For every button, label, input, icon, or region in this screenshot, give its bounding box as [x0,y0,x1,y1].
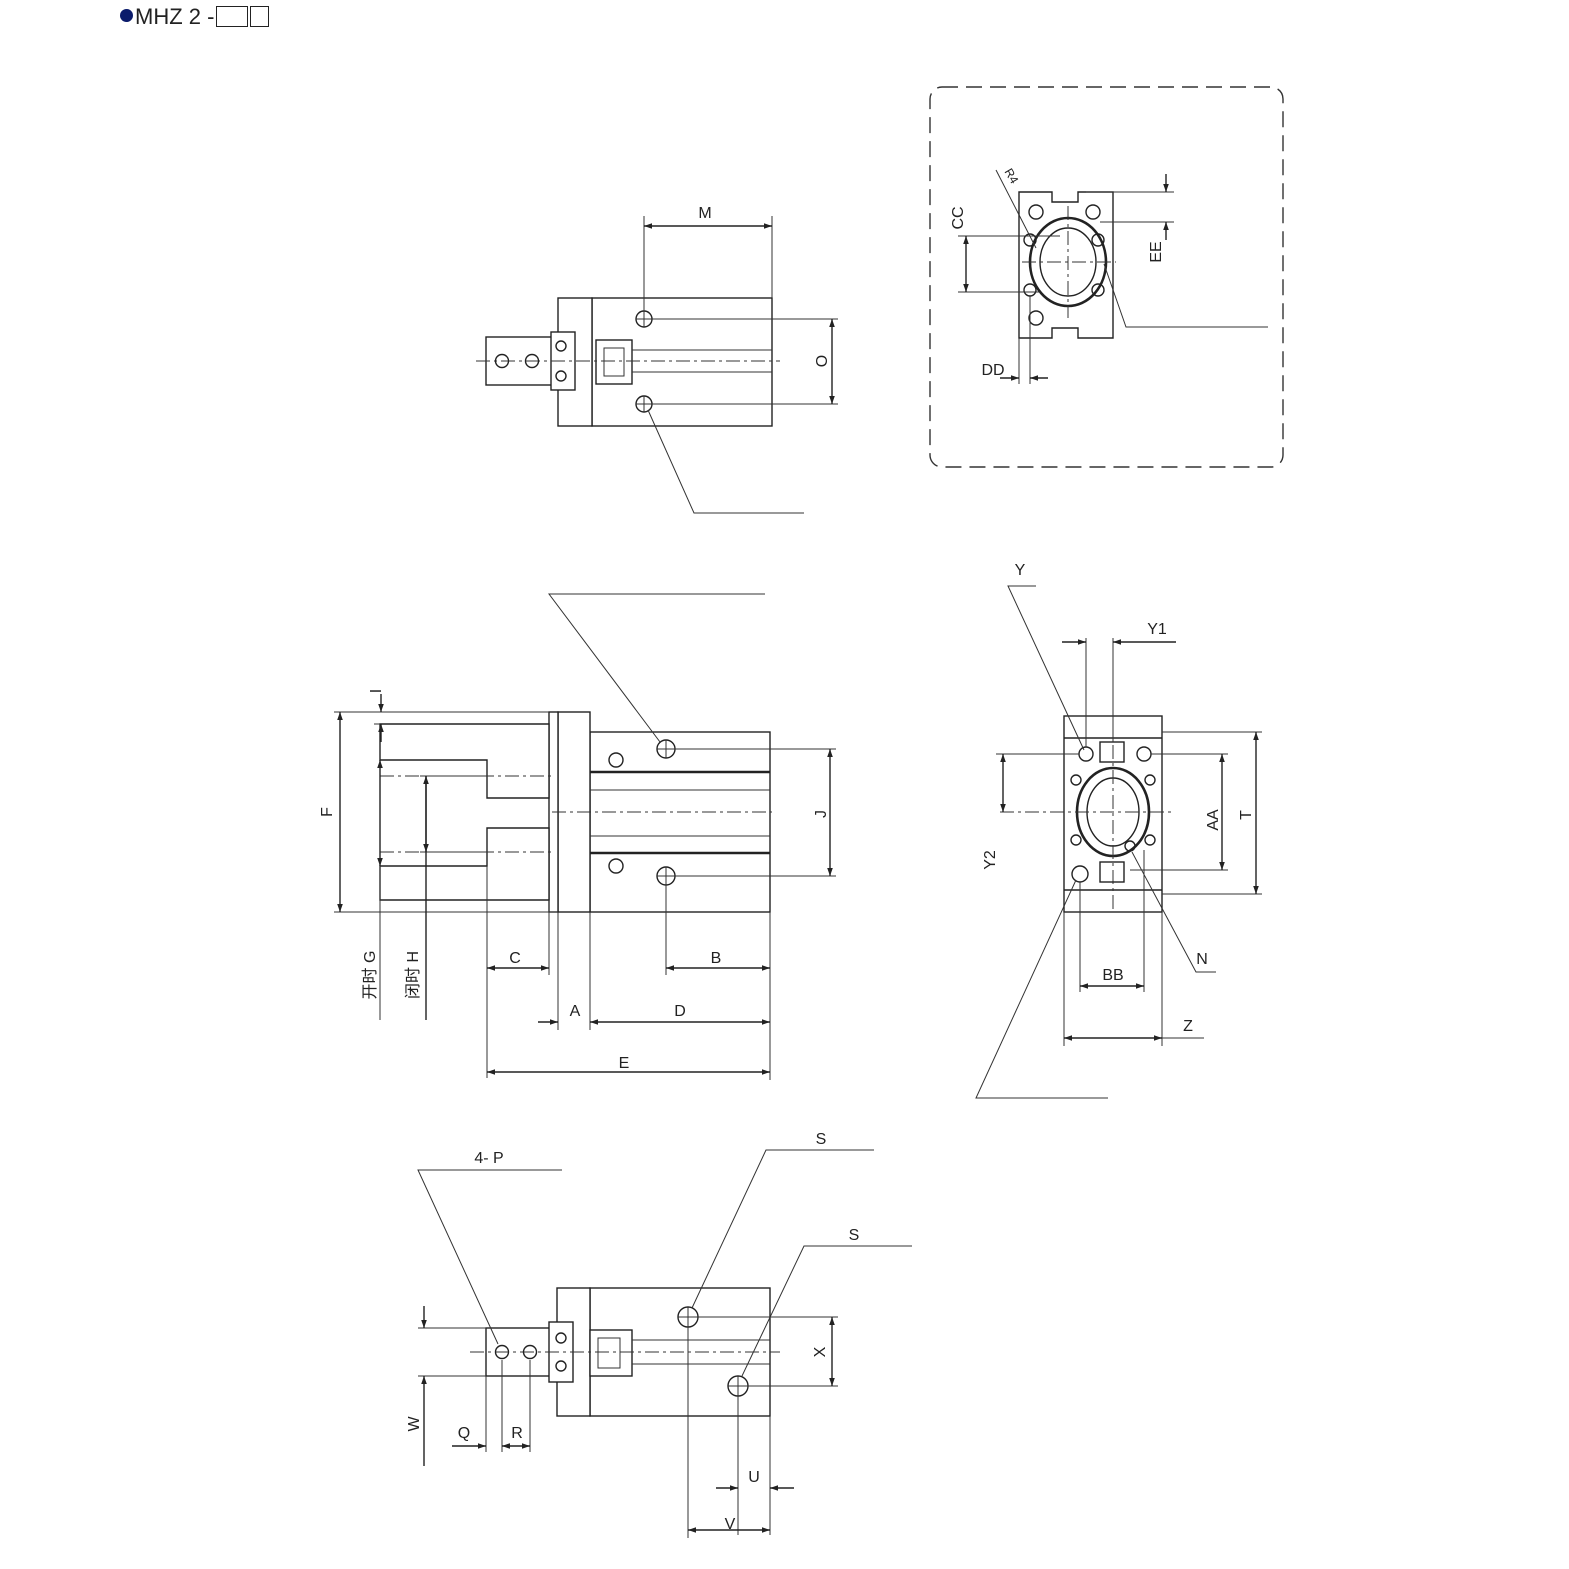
label-G: 开时 G [361,951,379,1000]
top-view-center-inner [603,347,625,377]
label-B: B [711,950,722,967]
side-view-top-slot [1099,741,1125,763]
bullet-dot [120,9,133,22]
label-4P: 4- P [474,1150,503,1167]
label-BB: BB [1102,967,1123,984]
front-view [334,593,836,1080]
side-view-bottom-slot [1099,861,1125,883]
label-S1: S [816,1131,827,1148]
label-Q: Q [458,1425,470,1442]
label-W: W [406,1416,423,1432]
front-view-leader [548,593,765,743]
label-Y: Y [1015,562,1026,579]
label-V: V [725,1516,736,1533]
dimension-labels: M O CC EE DD R4 I F J C B A D E 开时 G 闭时 … [319,166,1255,1533]
label-EE: EE [1148,241,1165,262]
label-J: J [813,810,830,818]
top-view-center-block [595,339,633,385]
label-H: 闭时 H [404,951,422,999]
label-AA: AA [1205,809,1222,831]
bottom-view-hole-p2 [522,1344,538,1360]
label-Y1: Y1 [1147,621,1167,638]
label-CC: CC [950,206,967,229]
dim-Y-leader [1007,585,1085,751]
label-R4: R4 [1002,166,1022,187]
top-view-jaw-hole-1 [494,353,510,369]
top-view-jaw-hole-2 [524,353,540,369]
side-view-leader [975,879,1108,1099]
front-view-upper-finger [379,723,550,799]
label-R: R [511,1425,523,1442]
dim-S1-leader [691,1149,874,1309]
dim-S2-leader [741,1245,912,1377]
dim-N-leader [1131,851,1216,973]
label-D: D [674,1003,686,1020]
detail-dashed-frame [929,86,1284,468]
detail-body-outline [1018,191,1114,339]
model-placeholder-box-1 [216,6,249,27]
label-X: X [812,1346,829,1357]
label-U: U [748,1469,760,1486]
front-view-body [589,731,771,913]
model-placeholder-box-2 [250,6,270,27]
model-code: MHZ 2 - [135,4,215,29]
label-S2: S [849,1227,860,1244]
detail-leader [1103,263,1268,328]
label-E: E [619,1055,630,1072]
side-view [975,585,1262,1099]
bottom-view-center-inner [597,1337,621,1369]
top-view-leader [647,409,804,514]
bottom-view [417,1149,912,1538]
model-title: MHZ 2 - [120,4,270,30]
label-F: F [319,807,336,817]
label-O: O [814,355,831,367]
front-view-lower-finger [379,827,550,901]
top-view [476,216,838,514]
label-C: C [509,950,521,967]
label-I: I [368,689,385,693]
top-view-block-hole-2 [555,370,567,382]
dim-P-leader [417,1169,562,1345]
bottom-view-hole-p1 [494,1344,510,1360]
label-T: T [1238,810,1255,820]
label-M: M [698,205,711,222]
detail-view [929,86,1284,468]
label-Y2: Y2 [982,850,999,870]
top-view-block-hole-1 [555,340,567,352]
label-Z: Z [1183,1018,1193,1035]
label-DD: DD [981,362,1004,379]
bottom-view-center-block [589,1329,633,1377]
label-N: N [1196,951,1208,968]
label-A: A [570,1003,581,1020]
